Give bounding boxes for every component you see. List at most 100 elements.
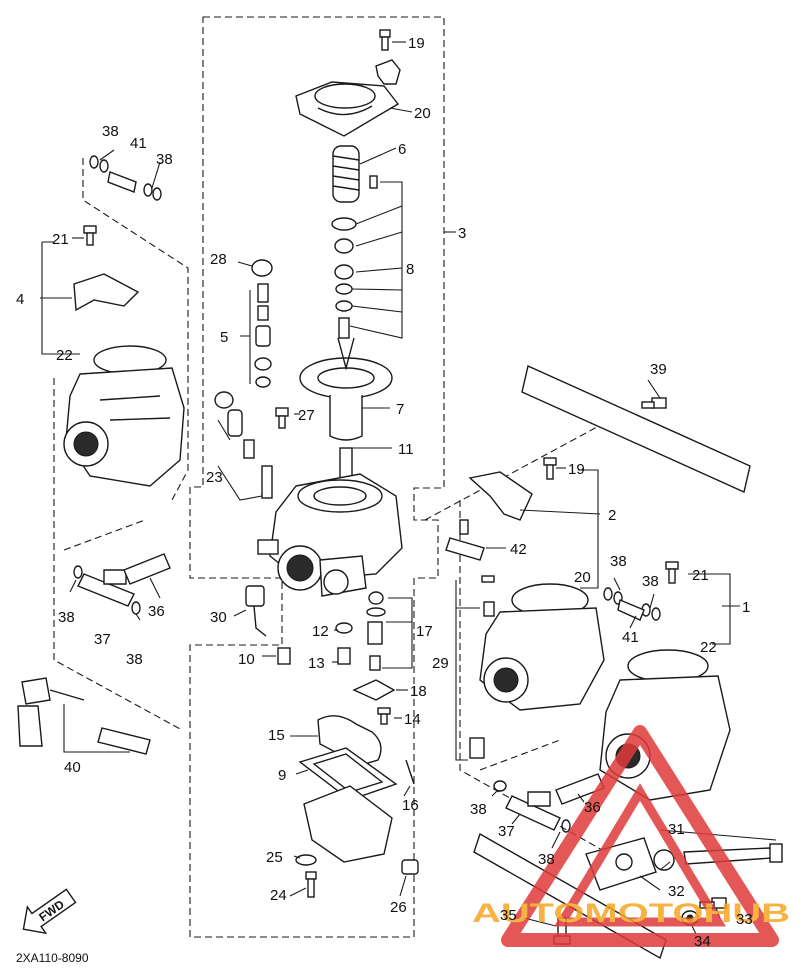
bracket-4 bbox=[73, 273, 140, 312]
part-label-35: 35 bbox=[500, 907, 517, 924]
carburetor-body-center bbox=[257, 473, 403, 597]
needle-parts-8 bbox=[331, 175, 378, 339]
part-label-40: 40 bbox=[64, 759, 81, 776]
screw-24 bbox=[305, 871, 317, 898]
jet-10 bbox=[277, 647, 291, 665]
washer-38-right-bottom bbox=[561, 819, 571, 833]
part-label-3: 3 bbox=[458, 225, 466, 242]
part-label-38-right-c: 38 bbox=[470, 801, 487, 818]
joint-41-left bbox=[107, 171, 137, 193]
piston-7 bbox=[299, 337, 393, 441]
joint-42 bbox=[445, 519, 485, 561]
carburetor-body-right-1 bbox=[479, 583, 605, 711]
part-label-19-right: 19 bbox=[568, 461, 585, 478]
part-label-14: 14 bbox=[404, 711, 421, 728]
part-label-32: 32 bbox=[668, 883, 685, 900]
part-label-25: 25 bbox=[266, 849, 283, 866]
part-label-38-right-a: 38 bbox=[610, 553, 627, 570]
part-label-16: 16 bbox=[402, 797, 419, 814]
sensor-30 bbox=[245, 585, 267, 637]
drawing-code: 2XA110-8090 bbox=[16, 951, 89, 965]
part-label-36-left: 36 bbox=[148, 603, 165, 620]
part-label-18: 18 bbox=[410, 683, 427, 700]
screw-19-top bbox=[379, 29, 391, 51]
part-label-38-left-b: 38 bbox=[156, 151, 173, 168]
bracket-rail-bottom bbox=[473, 832, 667, 960]
part-label-34: 34 bbox=[694, 933, 711, 950]
part-label-12: 12 bbox=[312, 623, 329, 640]
part-label-27: 27 bbox=[298, 407, 315, 424]
assembly-outline-left bbox=[53, 158, 189, 731]
jet-13 bbox=[337, 647, 351, 665]
part-label-37-left: 37 bbox=[94, 631, 111, 648]
part-label-11: 11 bbox=[398, 441, 414, 458]
leader-lines bbox=[40, 41, 777, 935]
washer-38-right-low bbox=[493, 780, 507, 792]
gasket-9 bbox=[298, 747, 398, 801]
part-label-9: 9 bbox=[278, 767, 286, 784]
clip-top bbox=[375, 59, 401, 85]
diaphragm-cover-20-top bbox=[295, 81, 400, 137]
pipe-37-left bbox=[77, 569, 135, 607]
part-label-37-right: 37 bbox=[498, 823, 515, 840]
part-label-42: 42 bbox=[510, 541, 527, 558]
drain-screw-26 bbox=[401, 859, 419, 875]
screw-27 bbox=[275, 407, 289, 429]
washer-12 bbox=[335, 622, 353, 634]
watermark-triangle-inner-icon bbox=[554, 783, 726, 927]
part-label-19-top: 19 bbox=[408, 35, 425, 52]
screw-19-right bbox=[543, 457, 557, 480]
part-label-36-right: 36 bbox=[584, 799, 601, 816]
carburetor-body-left bbox=[63, 345, 185, 487]
part-label-21-left: 21 bbox=[52, 231, 69, 248]
cap-28 bbox=[251, 259, 273, 277]
part-label-31: 31 bbox=[668, 821, 685, 838]
part-number-labels: 19 20 6 3 8 38 41 38 21 4 22 28 5 27 7 1… bbox=[16, 35, 753, 950]
washers-38-left-top bbox=[89, 155, 162, 201]
pipe-37-right bbox=[505, 791, 561, 831]
screw-21-left bbox=[83, 225, 97, 246]
starter-parts-23 bbox=[214, 391, 273, 499]
fitting-40 bbox=[17, 677, 151, 755]
spring-6 bbox=[332, 145, 360, 203]
pilot-parts-29 bbox=[469, 575, 495, 759]
part-label-39: 39 bbox=[650, 361, 667, 378]
part-label-13: 13 bbox=[308, 655, 325, 672]
part-label-21-right: 21 bbox=[692, 567, 709, 584]
part-label-7: 7 bbox=[396, 401, 404, 418]
bracket-2 bbox=[468, 471, 533, 521]
part-label-24: 24 bbox=[270, 887, 287, 904]
washers-38-right bbox=[603, 587, 661, 621]
part-label-33: 33 bbox=[736, 911, 753, 928]
part-label-38-right-d: 38 bbox=[538, 851, 555, 868]
part-label-20-right: 20 bbox=[574, 569, 591, 586]
part-label-38-right-b: 38 bbox=[642, 573, 659, 590]
part-label-5: 5 bbox=[220, 329, 228, 346]
float-bowl bbox=[303, 785, 393, 863]
joint-41-right bbox=[617, 599, 645, 621]
part-label-15: 15 bbox=[268, 727, 285, 744]
part-label-28: 28 bbox=[210, 251, 227, 268]
part-label-6: 6 bbox=[398, 141, 406, 158]
part-label-4: 4 bbox=[16, 291, 24, 308]
watermark-logo: AUTOMOTOHUB bbox=[472, 725, 790, 947]
main-jet-parts-17 bbox=[366, 591, 386, 671]
pin-16 bbox=[405, 759, 415, 785]
part-label-41-right: 41 bbox=[622, 629, 639, 646]
watermark-text: AUTOMOTOHUB bbox=[472, 898, 790, 928]
forward-direction-arrow: FWD bbox=[22, 888, 77, 935]
part-label-29: 29 bbox=[432, 655, 449, 672]
bolt-39 bbox=[641, 397, 667, 409]
washer-25 bbox=[295, 854, 317, 866]
screw-21-right bbox=[665, 561, 679, 584]
part-label-30: 30 bbox=[210, 609, 227, 626]
part-label-38-left-d: 38 bbox=[126, 651, 143, 668]
part-label-22-left: 22 bbox=[56, 347, 73, 364]
part-label-22-right: 22 bbox=[700, 639, 717, 656]
part-label-38-left-a: 38 bbox=[102, 123, 119, 140]
pilot-parts-5 bbox=[254, 283, 272, 388]
screw-14 bbox=[377, 707, 391, 725]
part-label-10: 10 bbox=[238, 651, 255, 668]
